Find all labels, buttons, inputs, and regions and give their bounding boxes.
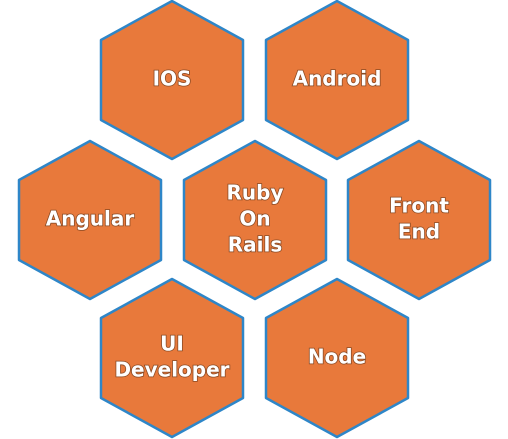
hexagon-label: Rails [228, 233, 283, 257]
hexagon-shape [182, 139, 328, 301]
hexagon-shape [17, 139, 163, 301]
hexagon-shape [264, 277, 410, 439]
hexagon-shape [346, 139, 492, 301]
hexagon-label: Angular [46, 207, 135, 231]
hexagon-shape [99, 0, 245, 161]
hexagon-label: Ruby [227, 181, 284, 205]
hexagon-label: Developer [114, 358, 229, 382]
hexagon-ios: IOS [99, 0, 245, 161]
hexagon-android: Android [264, 0, 410, 161]
hexagon-label: Node [308, 345, 366, 369]
hexagon-shape [264, 0, 410, 161]
hexagon-label: UI [160, 332, 184, 356]
hexagon-node: Node [264, 277, 410, 439]
hexagon-label: Front [389, 194, 449, 218]
hexagon-shape [99, 277, 245, 439]
hexagon-label: End [398, 220, 440, 244]
hexagon-label: Android [293, 67, 382, 91]
hexagon-label: IOS [153, 67, 192, 91]
hexagon-label: On [239, 207, 270, 231]
hexagon-angular: Angular [17, 139, 163, 301]
